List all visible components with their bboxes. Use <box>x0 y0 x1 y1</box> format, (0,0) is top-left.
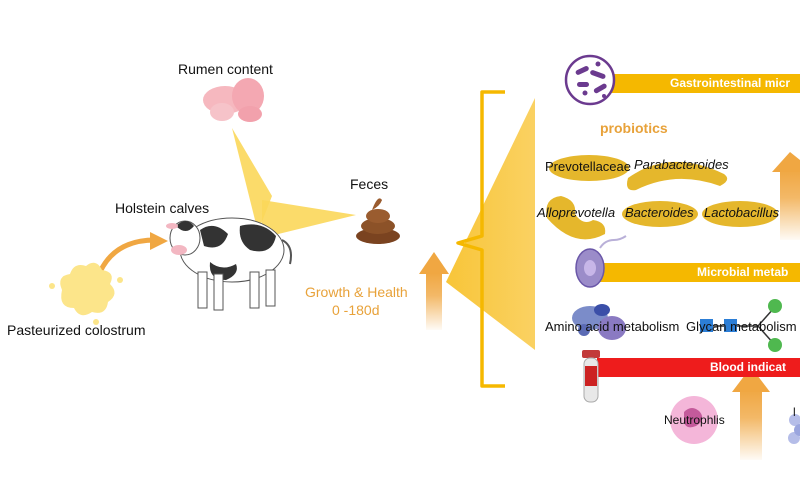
probiotic-lactobacillus: Lactobacillus <box>704 205 780 220</box>
amino-acid-label: Amino acid metabolism <box>545 319 680 334</box>
blood-bar <box>597 358 800 377</box>
blood-tube-icon <box>582 350 600 403</box>
metab-bar <box>597 263 800 282</box>
colostrum-arrow <box>97 237 158 275</box>
colostrum-splash-illustration <box>49 262 123 325</box>
cone-wedge <box>446 98 535 350</box>
probiotics-title: probiotics <box>600 120 668 136</box>
parabacteroides-blob <box>627 161 728 191</box>
growth-label: Growth & Health <box>305 284 408 300</box>
lactobacillus-blob <box>702 201 778 227</box>
probiotic-alloprevotella: Alloprevotella <box>537 205 616 220</box>
neutrophils-label: Neutrophlis <box>664 413 725 427</box>
bacteroides-blob <box>622 201 698 227</box>
metab-bar-label: Microbial metab <box>697 265 789 279</box>
feces-highlight-wedge <box>262 200 356 238</box>
bacteria-icon <box>564 54 616 106</box>
period-label: 0 -180d <box>332 302 380 318</box>
bottom-up-arrow <box>732 367 770 460</box>
probiotic-shapes <box>546 155 778 240</box>
feces-label: Feces <box>350 176 389 192</box>
blood-bar-label: Blood indicat <box>710 360 786 374</box>
cut-cell-label: l <box>793 405 796 419</box>
lymphocyte-icon <box>788 414 800 444</box>
right-up-arrow <box>772 152 800 240</box>
bracket <box>456 90 505 388</box>
glycan-label: Glycan metabolism <box>686 319 797 334</box>
probiotic-bacteroides: Bacteroides <box>625 205 694 220</box>
growth-up-arrow <box>419 252 449 330</box>
neutrophil-icon <box>670 396 718 444</box>
holstein-label: Holstein calves <box>115 200 210 216</box>
prevotellaceae-blob <box>549 155 629 181</box>
probiotic-prevotellaceae: Prevotellaceae <box>545 159 631 174</box>
glycan-icon <box>700 299 782 352</box>
feces-illustration <box>356 198 400 244</box>
colostrum-arrowhead <box>150 232 168 250</box>
probiotic-parabacteroides: Parabacteroides <box>634 157 729 172</box>
colostrum-label: Pasteurized colostrum <box>7 322 146 338</box>
alloprevotella-blob <box>546 196 606 240</box>
rumen-label: Rumen content <box>178 61 273 77</box>
rumen-illustration <box>203 78 264 122</box>
microbe-icon <box>575 235 627 288</box>
gut-bar-label: Gastrointestinal micr <box>670 76 791 90</box>
calf-illustration <box>166 217 292 311</box>
protein-icon <box>572 304 626 340</box>
gut-bar <box>597 74 800 93</box>
